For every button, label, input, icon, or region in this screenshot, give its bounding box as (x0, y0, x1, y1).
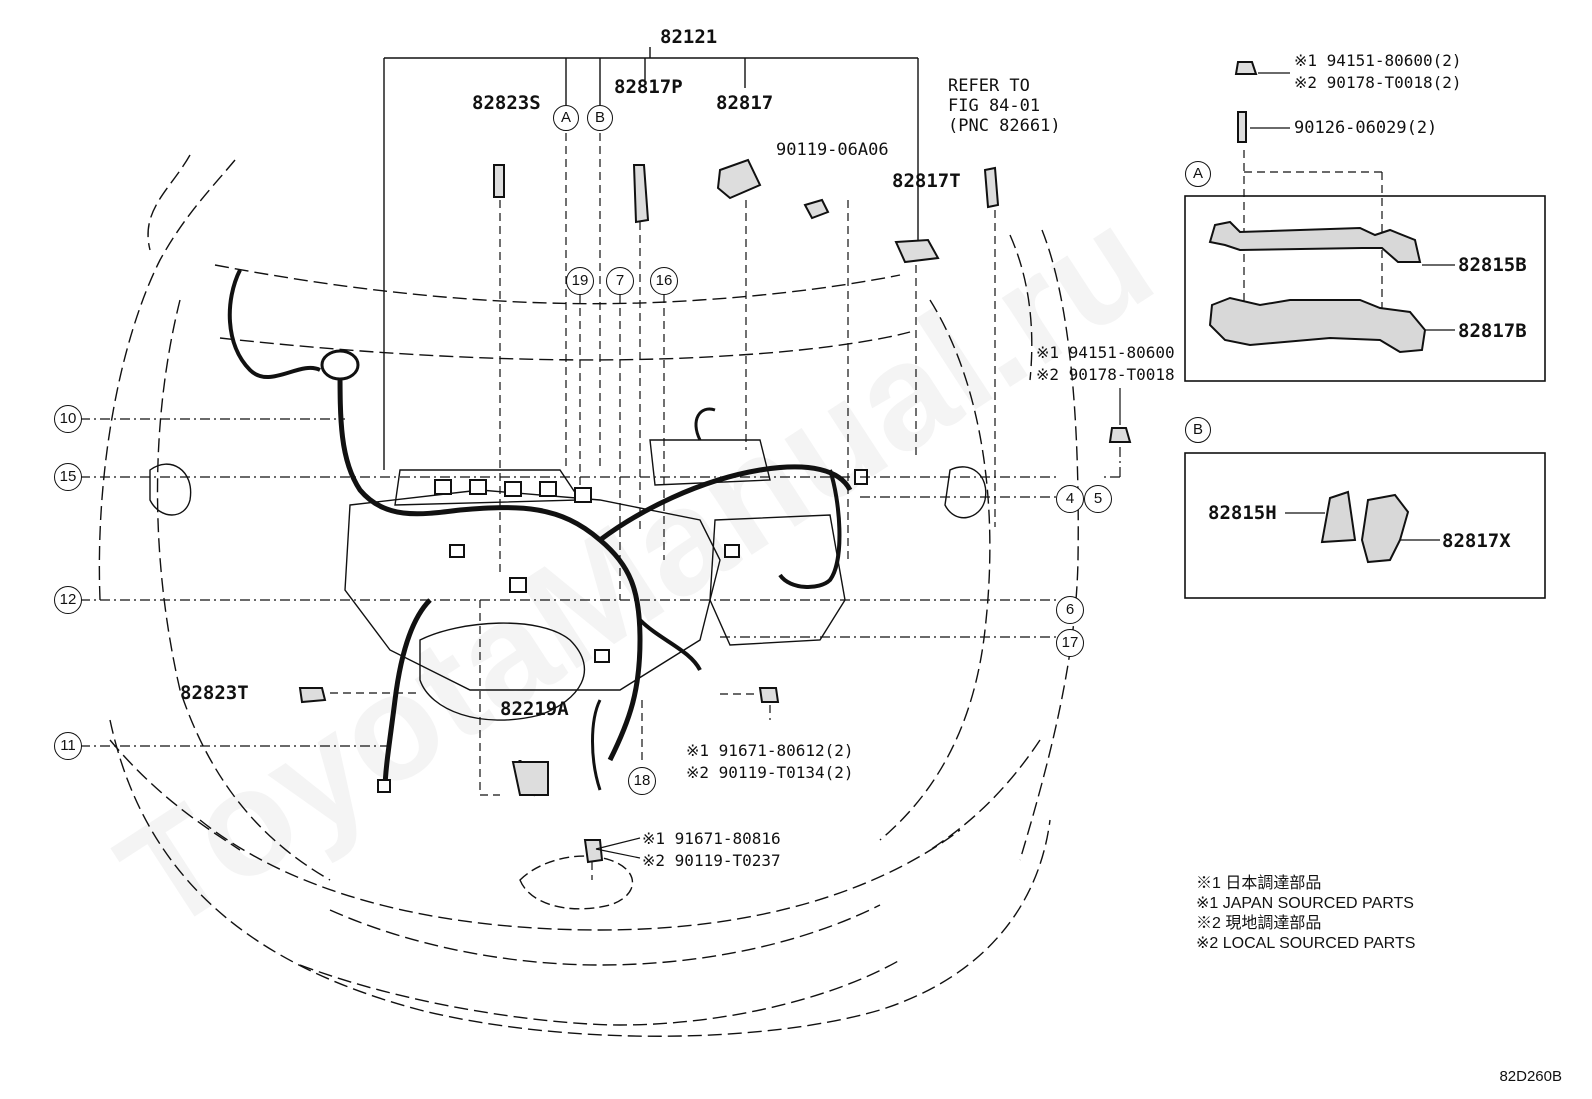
callout-5: 5 (1084, 485, 1112, 513)
letter-callout-a: A (553, 105, 579, 131)
note-bolt-bottom: ※1 91671-80816 ※2 90119-T0237 (642, 828, 781, 872)
right-pillar (1009, 234, 1033, 381)
part-82817X: 82817X (1442, 530, 1511, 552)
callout-17: 17 (1056, 629, 1084, 657)
figure-id: 82D260B (1499, 1068, 1562, 1085)
right-strut (944, 466, 987, 519)
note-top-right: ※1 94151-80600(2) ※2 90178-T0018(2) (1294, 50, 1462, 94)
harness-branch-4 (778, 469, 842, 589)
headlight-left (109, 739, 241, 851)
part-sketches (298, 61, 1258, 864)
note-bolt-center: ※1 91671-80612(2) ※2 90119-T0134(2) (686, 740, 854, 784)
guide-lines (330, 133, 1383, 880)
part-82817P: 82817P (614, 76, 683, 98)
part-82817: 82817 (716, 92, 774, 114)
callout-19: 19 (566, 267, 594, 295)
callout-10: 10 (54, 405, 82, 433)
part-82121: 82121 (660, 26, 718, 48)
note-mid-right-2: ※2 90178-T0018 (1036, 365, 1175, 384)
windshield-edge (147, 154, 191, 251)
harness-branch-3 (227, 269, 321, 379)
grille (329, 904, 881, 966)
harness-branch-1 (598, 464, 853, 543)
note-bolt-center-2: ※2 90119-T0134(2) (686, 763, 854, 782)
legend: ※1 日本調達部品 ※1 JAPAN SOURCED PARTS ※2 現地調達… (1196, 874, 1415, 954)
callout-4: 4 (1056, 485, 1084, 513)
note-mid-right-1: ※1 94151-80600 (1036, 343, 1175, 362)
note-bolt-center-1: ※1 91671-80612(2) (686, 741, 854, 760)
harness-branch-8 (694, 407, 716, 441)
harness-branch-2 (382, 598, 432, 791)
callout-11: 11 (54, 732, 82, 760)
fender-left (156, 299, 331, 881)
part-82219A: 82219A (500, 698, 569, 720)
detail-a-label: A (1185, 161, 1211, 187)
detail-a-parts (1208, 220, 1427, 354)
part-90119-06A06: 90119-06A06 (776, 140, 889, 160)
bracket-82121 (383, 47, 919, 470)
harness-branch-7 (591, 699, 602, 791)
headlight-right (929, 739, 1041, 851)
left-strut (149, 463, 192, 516)
engine-block (344, 489, 721, 691)
hood-line-2 (219, 331, 911, 361)
detail-box-a (1184, 195, 1546, 382)
part-90126-06029: 90126-06029(2) (1294, 118, 1438, 138)
body-outline (98, 159, 1079, 861)
callout-6: 6 (1056, 596, 1084, 624)
callout-7: 7 (606, 267, 634, 295)
emblem (519, 855, 634, 910)
callout-15: 15 (54, 463, 82, 491)
letter-callout-b: B (587, 105, 613, 131)
callout-18: 18 (628, 767, 656, 795)
note-mid-right: ※1 94151-80600 ※2 90178-T0018 (1036, 342, 1175, 386)
harness-branch-5 (638, 618, 702, 672)
bumper-outer (109, 719, 1051, 1037)
detail-box-b (1184, 452, 1546, 599)
label-leaders (595, 72, 1455, 859)
refer-line-3: (PNC 82661) (948, 116, 1061, 136)
hood-edge (214, 264, 901, 305)
refer-line-1: REFER TO (948, 76, 1030, 96)
bumper-inner (199, 819, 961, 931)
detail-b-parts (1320, 490, 1410, 564)
note-top-right-1: ※1 94151-80600(2) (1294, 51, 1462, 70)
grille-lower (299, 959, 901, 1026)
legend-line-3: ※2 現地調達部品 (1196, 915, 1322, 932)
fender-right (879, 299, 991, 841)
note-top-right-2: ※2 90178-T0018(2) (1294, 73, 1462, 92)
harness-main (337, 364, 643, 762)
legend-line-1: ※1 日本調達部品 (1196, 875, 1322, 892)
legend-line-2: ※1 JAPAN SOURCED PARTS (1196, 895, 1414, 912)
callout-12: 12 (54, 586, 82, 614)
callout-16: 16 (650, 267, 678, 295)
part-82817B: 82817B (1458, 320, 1527, 342)
battery-area (709, 514, 846, 646)
grommet (320, 349, 360, 381)
part-82815H: 82815H (1208, 502, 1277, 524)
legend-line-4: ※2 LOCAL SOURCED PARTS (1196, 935, 1416, 952)
part-82823S: 82823S (472, 92, 541, 114)
detail-b-label: B (1185, 417, 1211, 443)
refer-line-2: FIG 84-01 (948, 96, 1041, 116)
part-82815B: 82815B (1458, 254, 1527, 276)
leader-lines (80, 418, 1121, 747)
refer-note: REFER TO FIG 84-01 (PNC 82661) (948, 76, 1061, 136)
note-bolt-bottom-2: ※2 90119-T0237 (642, 851, 781, 870)
engine-cover (419, 622, 586, 721)
fuse-box (649, 439, 771, 486)
part-82817T: 82817T (892, 170, 961, 192)
note-bolt-bottom-1: ※1 91671-80816 (642, 829, 781, 848)
part-82823T: 82823T (180, 682, 249, 704)
